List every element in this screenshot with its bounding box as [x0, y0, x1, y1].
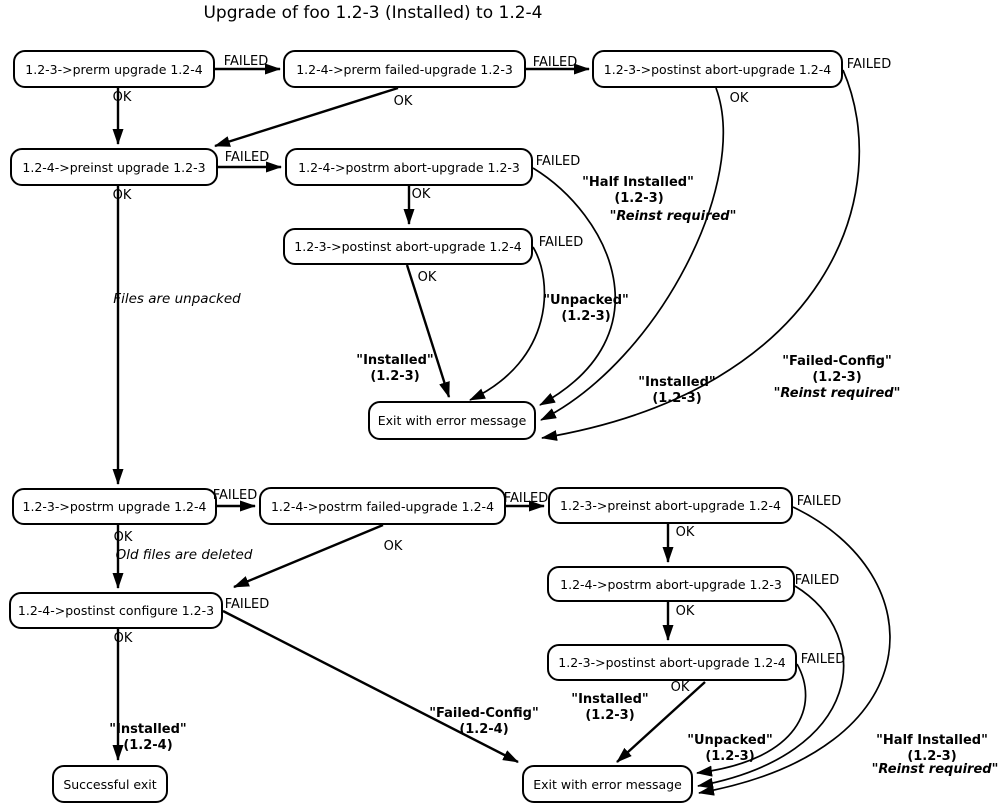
edge-label: FAILED — [224, 597, 270, 612]
edge-label: FAILED — [223, 54, 269, 69]
flow-node-postinst-configure: 1.2-4->postinst configure 1.2-3 — [9, 592, 223, 629]
edge-preinst-abort-failed — [698, 506, 891, 796]
edge-label: FAILED — [503, 491, 549, 506]
annotation-label: "Unpacked" — [543, 293, 629, 308]
annotation-label: (1.2-3) — [561, 309, 611, 324]
annotation-label: Old files are deleted — [115, 547, 253, 563]
annotation-label: "Installed" — [638, 375, 716, 390]
edge-postrm-abort-top-failed — [532, 167, 616, 406]
edge-label: OK — [675, 525, 695, 540]
edge-prerm-failed-upgrade-ok — [214, 86, 399, 148]
flow-node-postinst-abort-upgrade-top: 1.2-3->postinst abort-upgrade 1.2-4 — [592, 50, 843, 88]
edge-postrm-failed-upgrade-ok — [233, 523, 384, 589]
flow-node-exit-error-bottom: Exit with error message — [522, 765, 693, 803]
flow-node-postrm-abort-upgrade-top: 1.2-4->postrm abort-upgrade 1.2-3 — [285, 148, 533, 186]
edge-label: OK — [112, 188, 132, 203]
edge-label: OK — [675, 604, 695, 619]
annotation-label: (1.2-4) — [459, 722, 509, 737]
flow-node-successful-exit: Successful exit — [52, 765, 168, 803]
flow-node-prerm-upgrade: 1.2-3->prerm upgrade 1.2-4 — [13, 50, 215, 88]
annotation-label: Files are unpacked — [113, 291, 241, 307]
flow-node-postrm-abort-upgrade-bottom: 1.2-4->postrm abort-upgrade 1.2-3 — [547, 566, 795, 602]
annotation-label: (1.2-3) — [907, 749, 957, 764]
edge-label: FAILED — [538, 235, 584, 250]
annotation-label: "Failed-Config" — [782, 354, 892, 369]
annotation-label: (1.2-4) — [123, 738, 173, 753]
annotation-label: "Installed" — [356, 353, 434, 368]
edge-postinst-abort-bottom-ok — [616, 681, 706, 763]
annotation-label: (1.2-3) — [370, 369, 420, 384]
flow-node-prerm-failed-upgrade: 1.2-4->prerm failed-upgrade 1.2-3 — [283, 50, 526, 88]
edge-label: OK — [113, 530, 133, 545]
flow-node-postinst-abort-upgrade-mid: 1.2-3->postinst abort-upgrade 1.2-4 — [283, 228, 533, 265]
flow-node-postinst-abort-upgrade-bottom: 1.2-3->postinst abort-upgrade 1.2-4 — [547, 644, 797, 681]
flow-node-exit-error-top: Exit with error message — [368, 401, 536, 440]
flow-node-postrm-upgrade: 1.2-3->postrm upgrade 1.2-4 — [12, 488, 217, 525]
annotation-label: "Reinst required" — [609, 209, 737, 224]
edge-label: FAILED — [794, 573, 840, 588]
edge-postinst-abort-top-ok — [540, 87, 725, 421]
edge-postrm-abort-bottom-failed — [697, 585, 845, 789]
edge-label: OK — [393, 94, 413, 109]
edge-postinst-abort-top-failed — [541, 69, 861, 441]
edge-label: OK — [729, 91, 749, 106]
edge-label: FAILED — [846, 57, 892, 72]
annotation-label: "Reinst required" — [773, 386, 901, 401]
edge-postinst-abort-bottom-failed — [696, 663, 807, 777]
edge-label: FAILED — [212, 488, 258, 503]
flow-node-postrm-failed-upgrade: 1.2-4->postrm failed-upgrade 1.2-4 — [259, 487, 506, 525]
flow-node-preinst-abort-upgrade: 1.2-3->preinst abort-upgrade 1.2-4 — [548, 487, 793, 524]
edge-postinst-configure-failed — [222, 609, 519, 764]
edge-label: FAILED — [535, 154, 581, 169]
edge-label: OK — [417, 270, 437, 285]
edge-label: FAILED — [800, 652, 846, 667]
annotation-label: (1.2-3) — [585, 708, 635, 723]
flow-node-preinst-upgrade: 1.2-4->preinst upgrade 1.2-3 — [10, 148, 218, 186]
annotation-label: (1.2-3) — [652, 391, 702, 406]
edge-label: OK — [670, 680, 690, 695]
annotation-label: (1.2-3) — [614, 191, 664, 206]
edge-postinst-abort-mid-failed — [469, 246, 546, 401]
edge-label: OK — [411, 187, 431, 202]
annotation-label: "Half Installed" — [582, 175, 694, 190]
annotation-label: (1.2-3) — [812, 370, 862, 385]
edge-label: FAILED — [532, 55, 578, 70]
edge-label: OK — [383, 539, 403, 554]
edge-label: OK — [113, 631, 133, 646]
edge-label: FAILED — [224, 150, 270, 165]
page-title: Upgrade of foo 1.2-3 (Installed) to 1.2-… — [203, 3, 543, 23]
annotation-label: "Reinst required" — [871, 762, 998, 777]
annotation-label: "Half Installed" — [876, 733, 988, 748]
annotation-label: "Unpacked" — [687, 733, 773, 748]
edge-postinst-abort-mid-ok — [405, 264, 451, 398]
edge-label: FAILED — [796, 494, 842, 509]
edge-label: OK — [112, 90, 132, 105]
annotation-label: "Failed-Config" — [429, 706, 539, 721]
annotation-label: "Installed" — [109, 722, 187, 737]
annotation-label: "Installed" — [571, 692, 649, 707]
annotation-label: (1.2-3) — [705, 749, 755, 764]
